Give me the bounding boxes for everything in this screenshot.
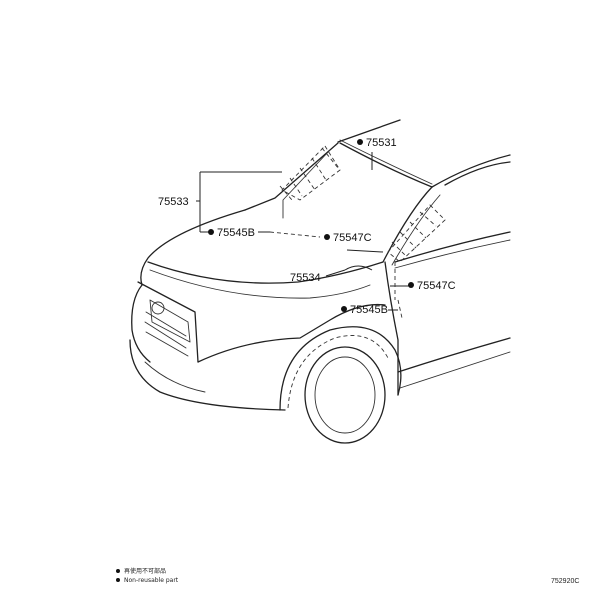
legend-line-2: Non-reusable part (124, 577, 179, 584)
leader-75547c-upper (346, 249, 384, 253)
garnish-left-hatch (279, 147, 339, 201)
vehicle-outline (129, 119, 511, 444)
callout-75547c-upper: 75547C (333, 232, 372, 244)
windshield-moulding (339, 139, 433, 185)
nonreusable-marker-75547c-upper (324, 234, 330, 240)
bumper-left-edge (131, 284, 151, 363)
callout-75534: 75534 (290, 272, 321, 284)
rocker-line (397, 337, 511, 373)
roof-rear-line-2 (444, 161, 511, 186)
a-pillar-left-inner (282, 149, 331, 219)
windshield-top-edge (339, 142, 433, 188)
pillar-garnish-right (387, 204, 446, 263)
pillar-garnish-left (279, 145, 341, 201)
legend-bullet-1 (116, 569, 120, 573)
front-wheel (304, 346, 386, 444)
callout-75547c-lower: 75547C (417, 280, 456, 292)
nonreusable-marker-75545b-lower (341, 306, 347, 312)
front-wheel-rim (314, 356, 376, 434)
hood-crease (149, 269, 371, 299)
fog-light-line (144, 361, 206, 393)
lower-bumper (129, 339, 286, 411)
emblem (151, 301, 165, 315)
a-pillar-right (382, 186, 433, 263)
grille-upper (149, 299, 191, 343)
roof-line-upper (337, 119, 401, 143)
legend-line-1: 再使用不可部品 (124, 567, 166, 575)
garnish-right-hatch (391, 211, 437, 257)
a-pillar-left (244, 142, 339, 211)
clip-lower-dash-2 (397, 299, 403, 319)
headlight-outline (137, 281, 199, 363)
wheel-arch-outer (279, 326, 402, 411)
callout-75533: 75533 (158, 196, 189, 208)
grille-slats (144, 311, 189, 357)
callouts: 75531 75533 75545B 75547C 75534 75547C 7… (158, 137, 456, 316)
legend-bullet-2 (116, 578, 120, 582)
a-pillar-right-inner (391, 194, 441, 266)
moulding-top-line (339, 139, 433, 185)
fender-line (197, 303, 386, 363)
leader-75533 (196, 171, 282, 233)
callout-75545b-upper: 75545B (217, 227, 255, 239)
diagram-code: 752920C (551, 578, 579, 585)
callout-75545b-lower: 75545B (350, 304, 388, 316)
garnish-right-outline (387, 204, 446, 263)
leader-lines (196, 152, 410, 319)
nonreusable-marker-75547c-lower (408, 282, 414, 288)
belt-line-2 (394, 239, 511, 269)
door-front-edge (384, 261, 399, 396)
callout-75531: 75531 (366, 137, 397, 149)
leader-75545b-upper-dash (269, 231, 321, 238)
hood-rear-edge (147, 261, 384, 284)
roof-rear-line (431, 154, 511, 188)
hood-front-edge (140, 209, 246, 286)
belt-line (394, 231, 511, 263)
nonreusable-marker-75545b-upper (208, 229, 214, 235)
garnish-bottom-tip (344, 265, 373, 271)
garnish-left-outline (281, 145, 341, 201)
rocker-line-lower (399, 351, 511, 389)
legend: 再使用不可部品 Non-reusable part (116, 567, 179, 584)
leader-75534 (325, 269, 346, 277)
nonreusable-marker-75531 (357, 139, 363, 145)
